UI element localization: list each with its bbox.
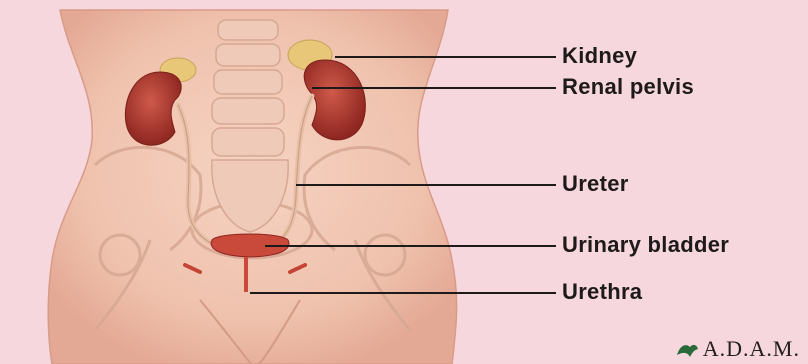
logo-text: A.D.A.M. bbox=[703, 336, 800, 362]
adam-logo: A.D.A.M. bbox=[674, 336, 800, 362]
label-ureter: Ureter bbox=[562, 171, 629, 197]
logo-figure-icon bbox=[674, 339, 700, 359]
label-urethra: Urethra bbox=[562, 279, 642, 305]
label-renal-pelvis: Renal pelvis bbox=[562, 74, 694, 100]
label-kidney: Kidney bbox=[562, 43, 637, 69]
label-urinary-bladder: Urinary bladder bbox=[562, 232, 729, 258]
